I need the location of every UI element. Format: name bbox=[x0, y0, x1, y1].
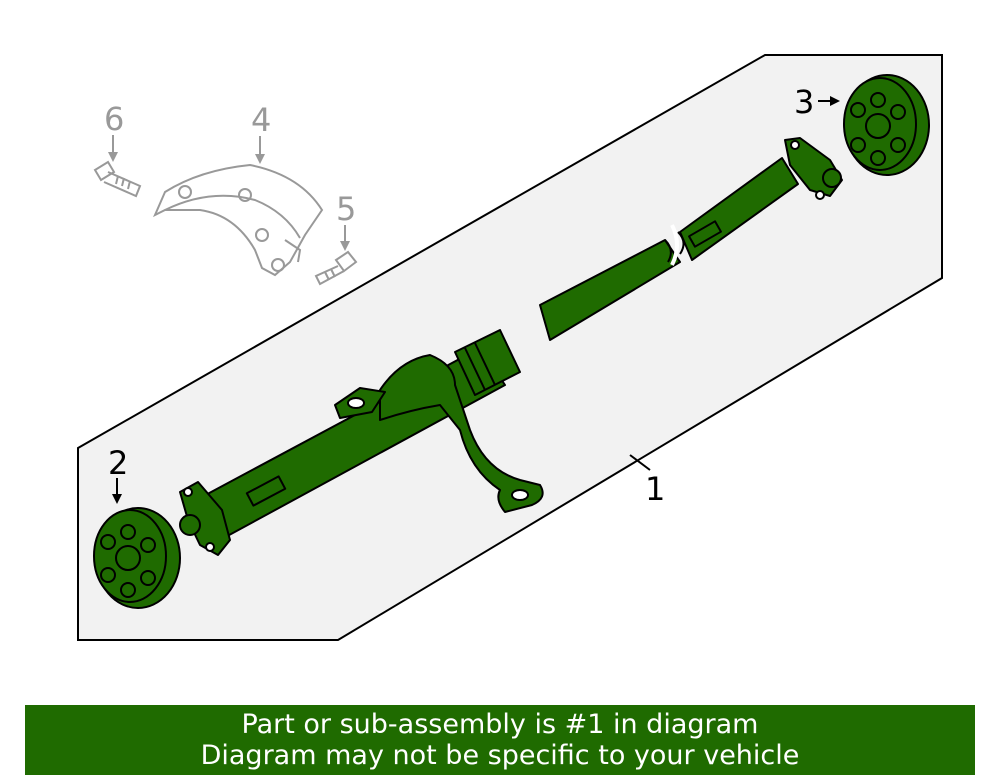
bolt-5-part[interactable] bbox=[314, 250, 358, 286]
disclaimer-banner: Part or sub-assembly is #1 in diagram Di… bbox=[25, 705, 975, 775]
callout-6-arrowhead bbox=[108, 152, 118, 162]
callout-2-arrowhead bbox=[112, 494, 122, 504]
flex-disc-2-part[interactable] bbox=[93, 507, 181, 609]
exploded-parts-diagram: 6 4 5 bbox=[77, 54, 943, 641]
flex-disc-3-part[interactable] bbox=[843, 74, 930, 176]
center-bearing-collar bbox=[454, 329, 521, 396]
banner-line-part-number: Part or sub-assembly is #1 in diagram bbox=[241, 709, 759, 740]
callout-2-label: 2 bbox=[108, 444, 128, 482]
driveshaft-assembly-1-part[interactable] bbox=[179, 137, 843, 556]
center-support-bracket bbox=[379, 354, 544, 513]
bolt-6-part[interactable] bbox=[93, 160, 142, 198]
callout-6-label: 6 bbox=[104, 100, 124, 138]
callout-3-label: 3 bbox=[794, 83, 814, 121]
callout-4-label: 4 bbox=[251, 101, 271, 139]
callout-5-arrowhead bbox=[340, 241, 350, 251]
assembly-panel bbox=[77, 54, 943, 641]
driveshaft-middle-tube bbox=[539, 239, 681, 341]
callout-4-arrowhead bbox=[255, 154, 265, 164]
callout-5-label: 5 bbox=[336, 190, 356, 228]
callout-3-arrowhead bbox=[830, 96, 840, 106]
banner-line-disclaimer: Diagram may not be specific to your vehi… bbox=[200, 740, 800, 771]
callout-1-label: 1 bbox=[645, 470, 665, 508]
heat-shield-bracket-4-part[interactable] bbox=[152, 163, 324, 277]
callout-1-leader bbox=[629, 454, 651, 471]
